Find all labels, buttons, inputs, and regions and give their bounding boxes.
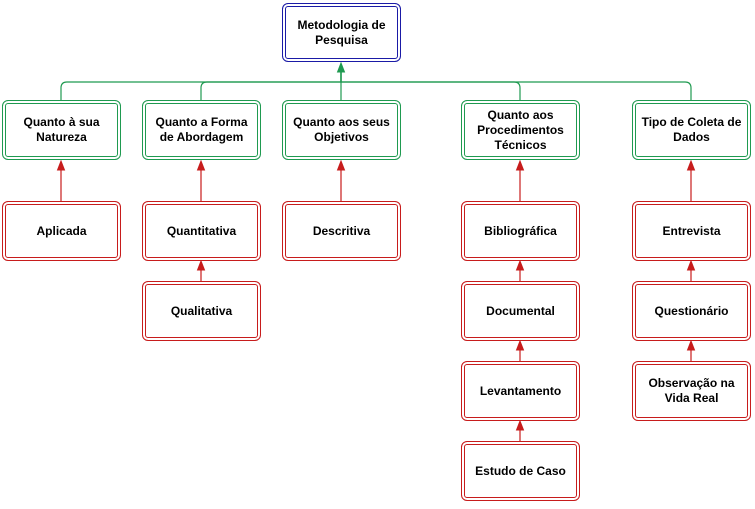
category-label: Quanto aos seus Objetivos <box>293 115 390 144</box>
arrowhead <box>515 419 525 431</box>
category-natureza: Quanto à sua Natureza <box>2 100 121 160</box>
arrowhead <box>515 159 525 171</box>
leaf-questionario: Questionário <box>632 281 751 341</box>
arrowhead <box>56 159 66 171</box>
leaf-aplicada: Aplicada <box>2 201 121 261</box>
leaf-label: Aplicada <box>36 223 87 238</box>
leaf-label: Questionário <box>654 303 729 318</box>
leaf-levantamento: Levantamento <box>461 361 580 421</box>
leaf-entrevista: Entrevista <box>632 201 751 261</box>
arrowhead <box>336 159 346 171</box>
category-label: Quanto à sua Natureza <box>23 115 100 144</box>
leaf-qualitativa: Qualitativa <box>142 281 261 341</box>
leaf-bibliografica: Bibliográfica <box>461 201 580 261</box>
edge-category-root <box>340 69 521 100</box>
leaf-label: Bibliográfica <box>484 223 557 238</box>
leaf-label: Estudo de Caso <box>475 463 566 478</box>
arrowhead <box>336 61 346 73</box>
leaf-label: Levantamento <box>479 383 562 398</box>
arrowhead <box>686 339 696 351</box>
leaf-label: Qualitativa <box>170 303 233 318</box>
category-label: Tipo de Coleta de Dados <box>641 115 742 144</box>
leaf-observacao: Observação na Vida Real <box>632 361 751 421</box>
arrowhead <box>686 159 696 171</box>
category-objetivos: Quanto aos seus Objetivos <box>282 100 401 160</box>
leaf-label: Descritiva <box>312 223 371 238</box>
leaf-label: Quantitativa <box>166 223 237 238</box>
edge-category-root <box>200 69 342 100</box>
leaf-documental: Documental <box>461 281 580 341</box>
edge-category-root <box>340 69 692 100</box>
arrowhead <box>515 259 525 271</box>
category-coleta: Tipo de Coleta de Dados <box>632 100 751 160</box>
arrowhead <box>515 339 525 351</box>
leaf-label: Observação na Vida Real <box>648 376 735 405</box>
category-abordagem: Quanto a Forma de Abordagem <box>142 100 261 160</box>
leaf-label: Entrevista <box>662 223 721 238</box>
category-label: Quanto aos Procedimentos Técnicos <box>477 107 564 152</box>
category-procedimentos: Quanto aos Procedimentos Técnicos <box>461 100 580 160</box>
leaf-label: Documental <box>486 303 555 318</box>
leaf-quantitativa: Quantitativa <box>142 201 261 261</box>
arrowhead <box>196 159 206 171</box>
edge-category-root <box>60 69 342 100</box>
leaf-estudo-de-caso: Estudo de Caso <box>461 441 580 501</box>
root-label: Metodologia de Pesquisa <box>297 17 386 47</box>
arrowhead <box>686 259 696 271</box>
category-label: Quanto a Forma de Abordagem <box>155 115 248 144</box>
root-node: Metodologia de Pesquisa <box>282 3 401 62</box>
arrowhead <box>196 259 206 271</box>
leaf-descritiva: Descritiva <box>282 201 401 261</box>
